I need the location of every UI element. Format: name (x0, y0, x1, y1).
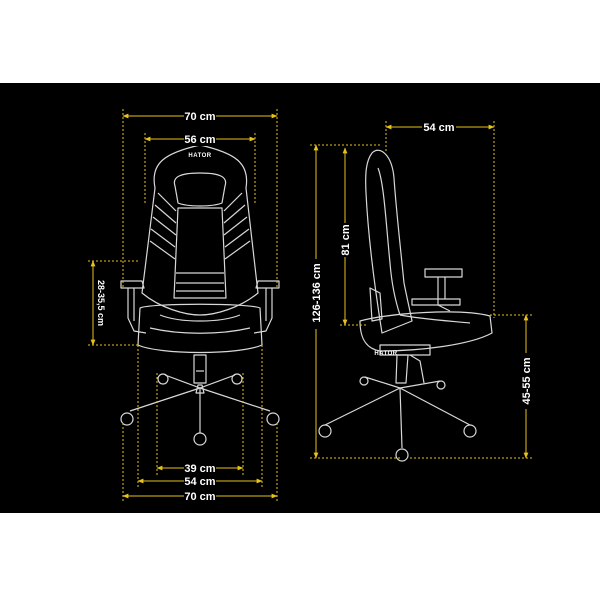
side-brand-logo-text: HATOR (374, 351, 397, 357)
backrest-height-label: 81 cm (340, 224, 352, 255)
total-height-label: 126-136 cm (311, 263, 323, 323)
depth-label: 54 cm (423, 122, 454, 134)
base-outer-width-label: 70 cm (184, 491, 215, 503)
overall-width-label: 70 cm (184, 111, 215, 123)
backrest-width-label: 56 cm (184, 134, 215, 146)
base-inner-width-label: 39 cm (184, 463, 215, 475)
side-dimension-labels: 54 cm 126-136 cm 81 cm 45-55 cm (307, 120, 535, 409)
brand-logo-text: HATOR (188, 153, 211, 159)
diagram-canvas: HATOR 70 cm 56 cm 28-35,5 cm 39 cm (88, 109, 535, 503)
armrest-height-label: 28-35,5 cm (96, 280, 106, 326)
front-chair-outline (120, 144, 280, 433)
side-chair-outline (324, 149, 493, 449)
side-dimension-lines (310, 121, 532, 459)
side-casters (318, 376, 477, 462)
dimension-diagram: HATOR 70 cm 56 cm 28-35,5 cm 39 cm (0, 83, 600, 513)
base-mid-width-label: 54 cm (184, 476, 215, 488)
seat-height-label: 45-55 cm (521, 357, 533, 404)
front-dimension-labels: 70 cm 56 cm 28-35,5 cm 39 cm 54 cm 70 cm (96, 109, 216, 503)
front-casters (120, 373, 280, 446)
